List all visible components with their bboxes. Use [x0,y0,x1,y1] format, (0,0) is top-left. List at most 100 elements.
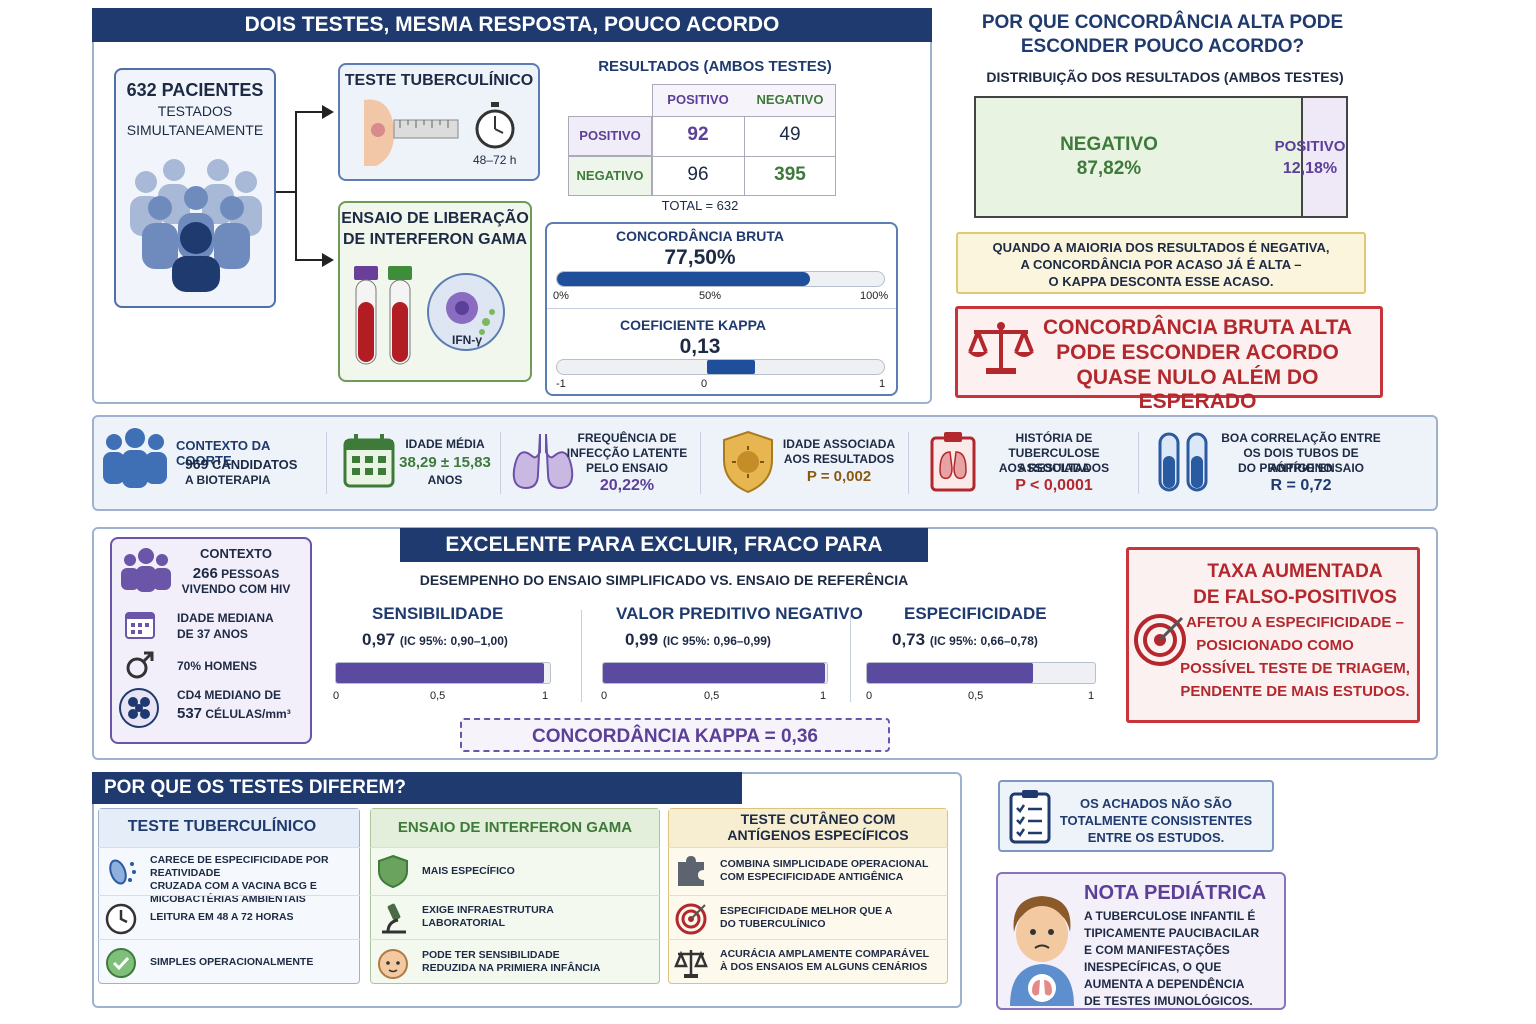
results-total: TOTAL = 632 [661,198,739,213]
kappa-mid-box [460,718,890,752]
kappa-bar-fill [707,360,755,374]
row-header-negative: NEGATIVO [576,168,644,183]
igra-title2: DE INTERFERON GAMA [343,231,527,248]
row-header-positive: POSITIVO [579,128,641,143]
chance-note-line2: A CONCORDÂNCIA POR ACASO JÁ É ALTA – [1020,257,1302,272]
hiv-context-title: CONTEXTO [200,546,272,561]
male-symbol-icon [126,651,154,679]
hiv-people-icon [121,548,171,592]
cell-neg-neg: 395 [774,164,806,185]
diff-col-tst-title: TESTE TUBERCULÍNICO [127,818,317,835]
fp-body1: AFETOU A ESPECIFICIDADE – [1186,614,1404,631]
col-header-positive: POSITIVO [667,92,729,107]
puzzle-icon [678,856,704,886]
negative-value: 87,82% [1076,158,1142,179]
top-banner-text: DOIS TESTES, MESMA RESPOSTA, POUCO ACORD… [244,13,780,36]
results-title: RESULTADOS (AMBOS TESTES) [598,58,832,75]
fp-body3: POSSÍVEL TESTE DE TRIAGEM, [1180,660,1410,677]
fp-body4: PENDENTE DE MAIS ESTUDOS. [1180,683,1410,700]
agreement-bar-fill [557,272,811,286]
latent-line2: INFECÇÃO LATENTE [566,446,688,460]
hiv-age-line1: IDADE MEDIANA [177,611,274,625]
tst-item-3: SIMPLES OPERACIONALMENTE [98,939,360,983]
tst-item-3-text: SIMPLES OPERACIONALMENTE [150,956,314,968]
fp-title1: TAXA AUMENTADA [1207,561,1383,582]
kappa-tick-zero: 0 [701,378,708,390]
kappa-mid-text: CONCORDÂNCIA KAPPA = 0,36 [532,726,818,747]
latent-line3: PELO ENSAIO [585,461,668,475]
diff-col-skin-title2: ANTÍGENOS ESPECÍFICOS [727,827,909,843]
cohort-title: CONTEXTO DA COORTE [176,438,270,468]
hiv-line2: VIVENDO COM HIV [181,582,291,596]
cell-icon [427,273,505,351]
patients-count: 632 PACIENTES [126,80,264,100]
agreement-bar [556,271,885,287]
cell-pos-neg: 49 [779,124,801,145]
scales-small-icon [674,950,708,978]
test-tubes-icon [1158,432,1208,492]
cell-pos-pos: 92 [687,124,709,145]
specificity-bar [866,662,1096,684]
blood-tubes-icon [354,266,412,365]
correlation-line2: OS DOIS TUBOS DE ANTÍGENO [1243,446,1359,475]
target-icon [1134,614,1186,666]
age-assoc-value: p = 0,002 [806,468,872,485]
medical-record-icon [930,432,976,492]
diff-col-igra-title: ENSAIO DE INTERFERON GAMA [397,819,633,836]
scales-icon [968,322,1034,374]
chance-note-line1: QUANDO A MAIORIA DOS RESULTADOS É NEGATI… [992,240,1330,255]
target-small-icon [675,903,707,935]
agreement-title: CONCORDÂNCIA BRUTA [616,228,784,244]
correlation-line3: DO PRÓPRIO ENSAIO [1237,461,1365,475]
pediatric-body: A TUBERCULOSE INFANTIL É TIPICAMENTE PAU… [1084,908,1259,1010]
positive-value: 12,18% [1282,160,1338,177]
cell-neg-pos: 96 [687,164,709,185]
bacteria-icon [109,859,136,885]
chance-note [956,232,1366,294]
igra-item-1: MAIS ESPECÍFICO [370,847,660,895]
kappa-tick-min: -1 [556,378,566,390]
igra-title1: ENSAIO DE LIBERAÇÃO [341,210,529,227]
pediatric-line6: DE TESTES IMUNOLÓGICOS. [1084,994,1253,1008]
agreement-tick-50: 50% [699,290,722,302]
negative-label: NEGATIVO [1060,134,1158,155]
branch-arrows [276,105,334,267]
npv-bar-fill [603,663,825,683]
sens-tick-0: 0 [333,690,340,702]
history-value: p < 0,0001 [1015,477,1093,494]
age-title: IDADE MÉDIA [405,437,485,451]
sensitivity-bar-fill [336,663,544,683]
hiv-age-line2: DE 37 ANOS [177,627,248,641]
pediatric-title: NOTA PEDIÁTRICA [1084,882,1267,904]
mid-banner: EXCELENTE PARA EXCLUIR, FRACO PARA CONFI… [400,528,928,590]
distribution-title: DISTRIBUIÇÃO DOS RESULTADOS (AMBOS TESTE… [986,69,1344,85]
hiv-men: 70% HOMENS [177,659,258,673]
cohort-line3: A BIOTERAPIA [185,473,271,487]
pediatric-line3: E COM MANIFESTAÇÕES [1084,943,1230,957]
agreement-tick-0: 0% [553,290,569,302]
npv-bar [602,662,828,684]
lungs-icon [512,433,574,490]
age-unit: ANOS [427,473,463,487]
sens-tick-1: 1 [542,690,549,702]
age-assoc-line2: AOS RESULTADOS [783,452,895,466]
stopwatch-icon [475,102,515,149]
cells-icon [119,688,159,728]
npv-tick-0: 0 [601,690,608,702]
why-question-line1: POR QUE CONCORDÂNCIA ALTA PODE [981,12,1344,33]
hiv-count: 266 PESSOAS [192,565,280,582]
tst-time: 48–72 h [473,153,517,167]
kappa-title: COEFICIENTE KAPPA [620,317,766,333]
distribution-bar [974,96,1348,218]
microscope-icon [382,903,406,934]
why-question-line2: ESCONDER POUCO ACORDO? [1020,36,1305,57]
virus-shield-icon [723,430,773,494]
bottom-banner: POR QUE OS TESTES DIFEREM? [92,772,742,804]
bottom-banner-text: POR QUE OS TESTES DIFEREM? [104,777,406,798]
